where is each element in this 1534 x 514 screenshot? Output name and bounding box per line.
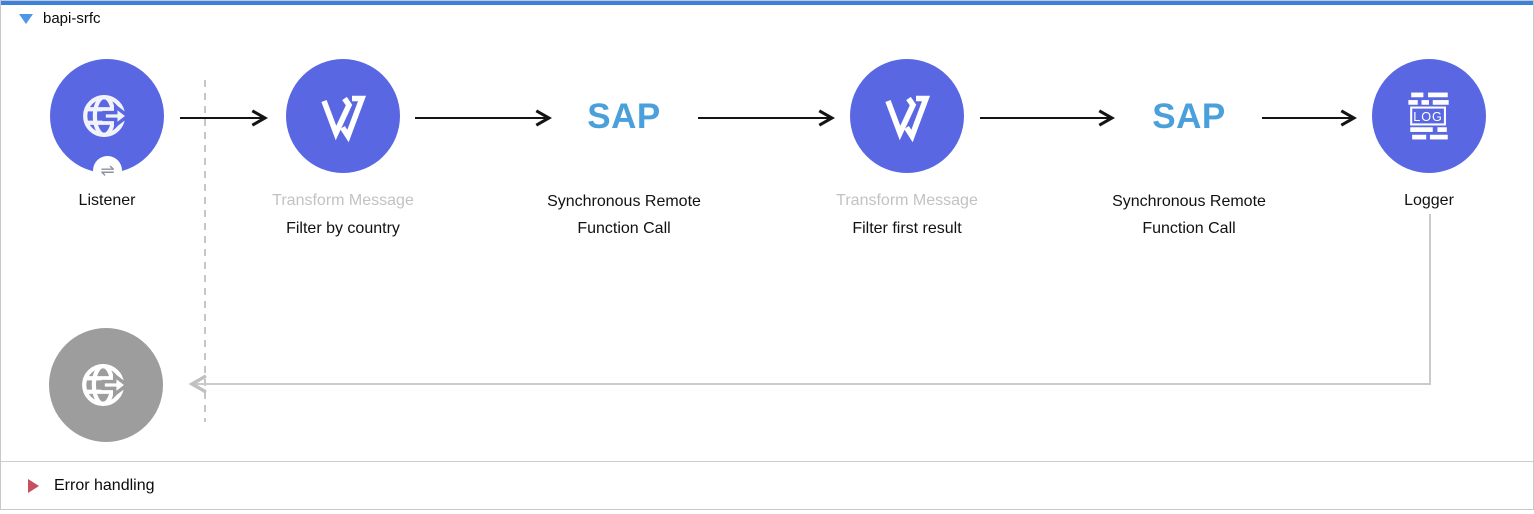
- log-icon-text: LOG: [1413, 110, 1443, 124]
- component-type-label: Transform Message: [836, 192, 978, 209]
- http-listener-globe-icon: [83, 94, 131, 138]
- component-type-label: Transform Message: [272, 192, 414, 209]
- http-listener-globe-icon: [82, 363, 130, 407]
- listener-response-endpoint[interactable]: [49, 328, 163, 442]
- transform-message-node-1[interactable]: [286, 59, 400, 173]
- dataweave-icon: [321, 95, 367, 143]
- exchange-arrows-icon: ⇌: [93, 156, 122, 185]
- listener-node[interactable]: [50, 59, 164, 173]
- sap-logo-text: SAP: [587, 97, 661, 136]
- flow-title: bapi-srfc: [43, 10, 101, 27]
- exchange-glyph: ⇌: [100, 161, 115, 180]
- listener-label: Listener: [78, 192, 136, 209]
- sap-srfc-node-2[interactable]: SAP: [1152, 97, 1225, 137]
- component-name-label: Filter by country: [286, 220, 400, 237]
- sap-logo-text: SAP: [1152, 97, 1226, 136]
- sap-srfc-node-1[interactable]: SAP: [587, 97, 660, 137]
- dataweave-icon: [885, 95, 931, 143]
- error-handling-section[interactable]: Error handling: [1, 461, 1533, 509]
- transform-message-1-label: Transform Message Filter by country: [272, 187, 414, 243]
- transform-message-node-2[interactable]: [850, 59, 964, 173]
- arrow-right-glyph: [101, 372, 130, 398]
- sap-srfc-1-label: Synchronous Remote Function Call: [547, 193, 701, 237]
- arrow-right-glyph: [102, 103, 131, 129]
- collapse-triangle-icon[interactable]: [19, 13, 33, 24]
- flow-selected-top-border: [1, 1, 1533, 5]
- component-name-label: Filter first result: [852, 220, 962, 237]
- expand-triangle-icon[interactable]: [28, 478, 39, 493]
- log-icon: LOG: [1408, 92, 1449, 140]
- logger-node[interactable]: LOG: [1372, 59, 1486, 173]
- logger-label: Logger: [1404, 192, 1454, 209]
- sap-srfc-2-label: Synchronous Remote Function Call: [1112, 193, 1266, 237]
- flow-header: bapi-srfc: [19, 10, 101, 27]
- error-handling-label: Error handling: [54, 476, 155, 494]
- transform-message-2-label: Transform Message Filter first result: [836, 187, 978, 243]
